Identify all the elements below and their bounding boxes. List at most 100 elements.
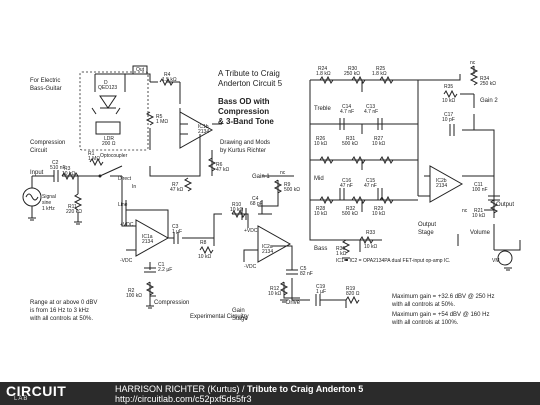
capacitor-c13 — [377, 118, 383, 130]
svg-text:1.5 kΩ: 1.5 kΩ — [162, 77, 177, 83]
direct-label: Direct — [118, 176, 132, 182]
svg-text:R2: R2 — [128, 288, 135, 294]
circuit-url[interactable]: http://circuitlab.com/c52pxf5ds5fr3 — [115, 394, 252, 404]
resistors — [61, 65, 499, 305]
svg-text:C3: C3 — [172, 224, 179, 230]
svg-text:220 kΩ: 220 kΩ — [66, 209, 82, 215]
svg-text:R36: R36 — [336, 246, 345, 252]
resistor-r32 — [351, 195, 366, 205]
capacitor-c5 — [286, 269, 298, 275]
svg-text:1 µF: 1 µF — [316, 289, 326, 295]
capacitor-c1 — [144, 267, 156, 273]
svg-text:R34: R34 — [480, 76, 489, 82]
resistor-r2 — [145, 281, 155, 296]
ldr — [95, 121, 121, 135]
svg-text:R12: R12 — [270, 286, 279, 292]
capacitors — [53, 118, 500, 306]
drive-label: Drive — [286, 300, 301, 306]
svg-text:R27: R27 — [374, 136, 383, 142]
svg-text:C13: C13 — [366, 104, 375, 110]
subtitle-line2: Compression — [218, 107, 269, 116]
gain2-note-1: Maximum gain = +54 dBV @ 160 Hz — [392, 312, 489, 318]
svg-text:C19: C19 — [316, 284, 325, 290]
voltmeter — [497, 250, 513, 266]
footer-credit: HARRISON RICHTER (Kurtus) / Tribute to C… — [115, 384, 363, 394]
opamps — [135, 111, 464, 263]
grounds — [28, 217, 512, 309]
svg-text:R6: R6 — [216, 162, 223, 168]
svg-text:4.7 nF: 4.7 nF — [340, 109, 354, 115]
resistor-r34 — [469, 65, 479, 86]
nc1-label: nc — [280, 170, 286, 176]
svg-text:IC2a: IC2a — [262, 244, 273, 250]
signal-label-1: Signal — [42, 194, 56, 200]
footer-bar: CIRCUIT LAB HARRISON RICHTER (Kurtus) / … — [0, 382, 540, 405]
svg-text:1 MΩ: 1 MΩ — [156, 119, 168, 125]
svg-text:R35: R35 — [444, 84, 453, 90]
gain1-note-2: with all controls at 50%. — [391, 302, 455, 308]
compression-label: Compression — [154, 300, 189, 306]
resistor-r27 — [379, 155, 394, 165]
svg-text:82 nF: 82 nF — [300, 271, 313, 277]
resistor-r10 — [231, 209, 246, 219]
resistor-r36 — [341, 239, 351, 254]
opamp-ic2a — [257, 225, 292, 263]
author: HARRISON RICHTER (Kurtus) — [115, 384, 240, 394]
svg-text:C16: C16 — [342, 178, 351, 184]
svg-text:R26: R26 — [316, 136, 325, 142]
out-label: Out — [136, 67, 145, 73]
opamp-ic1a — [135, 219, 170, 257]
svg-text:QED123: QED123 — [98, 85, 117, 91]
capacitor-c16 — [339, 188, 345, 200]
svg-text:C11: C11 — [474, 182, 483, 188]
svg-text:500 kΩ: 500 kΩ — [342, 141, 358, 147]
svg-text:R21: R21 — [474, 208, 483, 214]
compression-circuit-1: Compression — [30, 140, 65, 146]
svg-text:D: D — [104, 80, 108, 86]
svg-text:IC1b: IC1b — [198, 124, 209, 130]
input-label: Input — [30, 170, 44, 176]
schematic-svg: For Electric Bass-Guitar A Tribute to Cr… — [22, 60, 521, 326]
resistor-r5 — [145, 111, 155, 126]
svg-text:500 kΩ: 500 kΩ — [342, 211, 358, 217]
wires — [31, 66, 521, 308]
svg-text:R32: R32 — [346, 206, 355, 212]
resistor-r30 — [351, 75, 366, 85]
circuit-title: Tribute to Craig Anderton 5 — [247, 384, 364, 394]
gain2-label: Gain 2 — [480, 98, 498, 104]
resistor-r12 — [279, 281, 289, 296]
svg-text:R10: R10 — [232, 202, 241, 208]
resistor-r25 — [379, 75, 394, 85]
capacitor-c4 — [241, 208, 247, 220]
svg-text:2134: 2134 — [262, 249, 273, 255]
resistor-r7 — [183, 177, 193, 192]
ic-note: IC1 = IC2 = OPA2134PA dual FET-input op-… — [336, 258, 450, 264]
gain2-note-2: with all controls at 100%. — [391, 320, 459, 326]
svg-text:R31: R31 — [346, 136, 355, 142]
svg-text:10 kΩ: 10 kΩ — [372, 141, 385, 147]
svg-text:R19: R19 — [346, 286, 355, 292]
svg-text:250 kΩ: 250 kΩ — [344, 71, 360, 77]
svg-text:C2: C2 — [52, 160, 59, 166]
svg-text:C14: C14 — [342, 104, 351, 110]
svg-text:1 kΩ: 1 kΩ — [336, 251, 347, 257]
svg-text:100 nF: 100 nF — [472, 187, 488, 193]
svg-text:C1: C1 — [158, 262, 165, 268]
capacitor-c17 — [449, 124, 455, 136]
svg-text:500 kΩ: 500 kΩ — [284, 187, 300, 193]
treble-label: Treble — [314, 106, 331, 112]
for-line1: For Electric — [30, 78, 60, 84]
output-label: Output — [496, 202, 514, 208]
svg-text:R1: R1 — [88, 151, 95, 157]
svg-text:R24: R24 — [318, 66, 327, 72]
output-stage-2: Stage — [418, 230, 434, 236]
signal-source — [22, 187, 42, 207]
title-line2: Anderton Circuit 5 — [218, 79, 283, 88]
svg-text:47 kΩ: 47 kΩ — [216, 167, 229, 173]
resistor-r9 — [273, 179, 283, 194]
resistor-r3 — [61, 171, 79, 181]
separator: / — [239, 384, 248, 394]
range-line1: Range at or above 0 dBV — [30, 300, 97, 306]
svg-text:10 kΩ: 10 kΩ — [364, 244, 377, 250]
capacitor-c15 — [377, 188, 383, 200]
